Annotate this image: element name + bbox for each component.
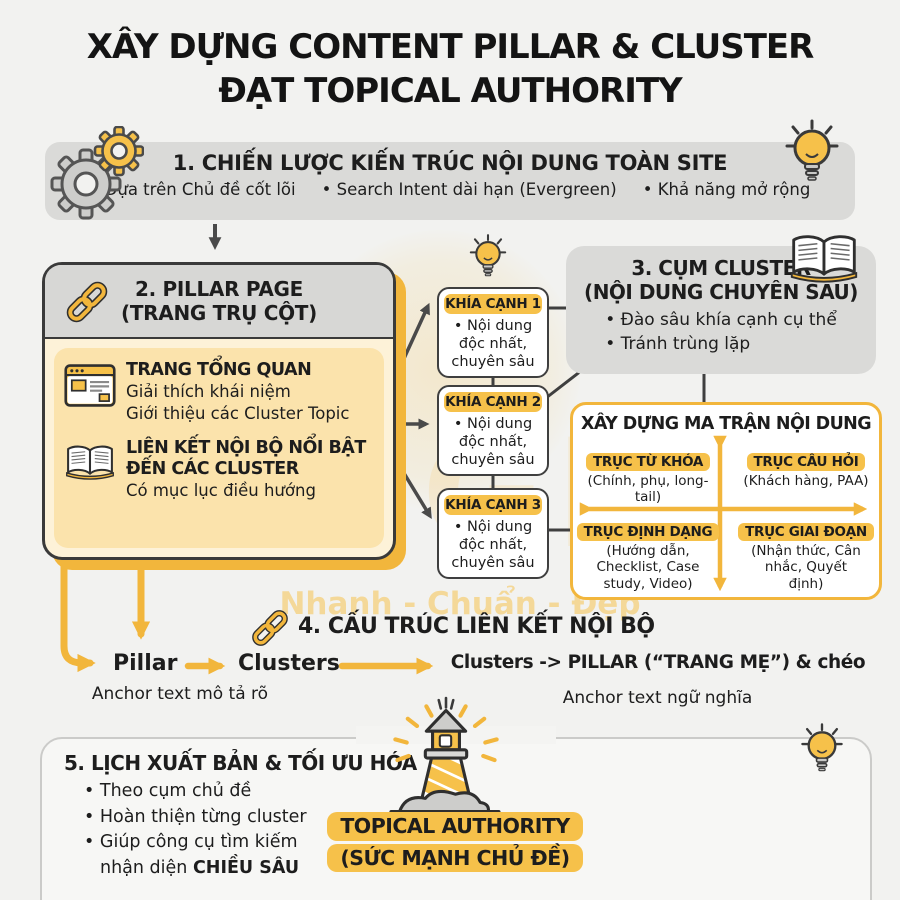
page-title: XÂY DỰNG CONTENT PILLAR & CLUSTER ĐẠT TO… bbox=[0, 26, 900, 113]
aspect-box-1: KHÍA CẠNH 1 Nội dung độc nhất, chuyên sâ… bbox=[437, 287, 549, 379]
flow-right-caption: Anchor text ngữ nghĩa bbox=[562, 688, 753, 708]
open-book-icon bbox=[788, 230, 860, 286]
pillar-overview-line: Giải thích khái niệm bbox=[126, 382, 291, 401]
matrix-quadrant-stages: TRỤC GIAI ĐOẠN (Nhận thức, Cân nhắc, Quy… bbox=[733, 521, 879, 592]
pillar-links-heading-line2: ĐẾN CÁC CLUSTER bbox=[126, 458, 299, 479]
topical-authority-badge: TOPICAL AUTHORITY (SỨC MẠNH CHỦ ĐỀ) bbox=[295, 809, 615, 872]
topical-authority-line2: (SỨC MẠNH CHỦ ĐỀ) bbox=[327, 843, 583, 872]
section-5-bullet: Hoàn thiện từng cluster bbox=[84, 805, 870, 831]
matrix-quadrant-label: TRỤC ĐỊNH DẠNG bbox=[576, 523, 720, 541]
section-1-bullet: Dựa trên Chủ đề cốt lõi bbox=[90, 180, 296, 199]
lightbulb-icon bbox=[780, 118, 844, 202]
aspect-2-title: KHÍA CẠNH 2 bbox=[444, 392, 542, 412]
pillar-links-heading-line1: LIÊN KẾT NỘI BỘ NỔI BẬT bbox=[126, 437, 366, 458]
aspect-2-body: Nội dung độc nhất, chuyên sâu bbox=[439, 415, 547, 469]
open-book-icon bbox=[64, 442, 116, 482]
section-5-bullet: Giúp công cụ tìm kiếm bbox=[84, 830, 870, 856]
section-1-bullets: Dựa trên Chủ đề cốt lõi Search Intent dà… bbox=[45, 180, 855, 199]
pillar-title: 2. PILLAR PAGE (TRANG TRỤ CỘT) bbox=[121, 277, 317, 325]
lightbulb-icon bbox=[460, 232, 516, 292]
section-1-strategy: 1. CHIẾN LƯỢC KIẾN TRÚC NỘI DUNG TOÀN SI… bbox=[45, 142, 855, 220]
section-4-title: 4. CẤU TRÚC LIÊN KẾT NỘI BỘ bbox=[298, 614, 655, 639]
lightbulb-icon bbox=[795, 722, 849, 788]
pillar-overview-line: Giới thiệu các Cluster Topic bbox=[126, 403, 350, 423]
pillar-overview-item: TRANG TỔNG QUAN Giải thích khái niệm Giớ… bbox=[64, 360, 374, 425]
section-5-title: 5. LỊCH XUẤT BẢN & TỐI ƯU HÓA bbox=[64, 751, 417, 775]
section-5-depth-bold: CHIỀU SÂU bbox=[192, 858, 300, 879]
arrow-pillar-down-curve bbox=[60, 558, 96, 673]
aspect-box-2: KHÍA CẠNH 2 Nội dung độc nhất, chuyên sâ… bbox=[437, 385, 549, 477]
pillar-links-line: Có mục lục điều hướng bbox=[126, 480, 316, 500]
cluster-title-line2: (NỘI DUNG CHUYÊN SÂU) bbox=[584, 280, 858, 305]
chain-link-icon bbox=[248, 606, 292, 650]
flow-clusters-label: Clusters bbox=[238, 651, 340, 676]
matrix-quadrant-keywords: TRỤC TỪ KHÓA (Chính, phụ, long-tail) bbox=[575, 451, 721, 506]
section-2-pillar-page: 2. PILLAR PAGE (TRANG TRỤ CỘT) TRANG TỔN… bbox=[42, 262, 396, 560]
section-5-bullet: Theo cụm chủ đề bbox=[84, 779, 870, 805]
flow-pillar-label: Pillar bbox=[113, 651, 178, 676]
pillar-links-heading: LIÊN KẾT NỘI BỘ NỔI BẬT ĐẾN CÁC CLUSTER bbox=[126, 438, 366, 480]
pillar-title-line2: (TRANG TRỤ CỘT) bbox=[121, 301, 317, 325]
matrix-quadrant-detail: (Hướng dẫn, Checklist, Case study, Video… bbox=[596, 543, 700, 592]
page-title-line2: ĐẠT TOPICAL AUTHORITY bbox=[218, 70, 682, 111]
cluster-title: 3. CỤM CLUSTER (NỘI DUNG CHUYÊN SÂU) bbox=[566, 256, 876, 305]
flow-right-label: Clusters -> PILLAR (“TRANG MẸ”) & chéo bbox=[450, 652, 866, 673]
pillar-body: TRANG TỔNG QUAN Giải thích khái niệm Giớ… bbox=[54, 348, 384, 548]
section-5-bullets: Theo cụm chủ đề Hoàn thiện từng cluster … bbox=[84, 779, 870, 882]
pillar-links-item: LIÊN KẾT NỘI BỘ NỔI BẬT ĐẾN CÁC CLUSTER … bbox=[64, 438, 374, 502]
aspect-3-title: KHÍA CẠNH 3 bbox=[444, 495, 542, 515]
cluster-bullets: Đào sâu khía cạnh cụ thể Tránh trùng lặp bbox=[605, 309, 837, 357]
aspect-3-body: Nội dung độc nhất, chuyên sâu bbox=[439, 518, 547, 572]
matrix-quadrant-detail: (Chính, phụ, long-tail) bbox=[587, 473, 709, 506]
topical-authority-line1: TOPICAL AUTHORITY bbox=[327, 812, 583, 841]
cluster-bullet: Tránh trùng lặp bbox=[605, 333, 837, 357]
aspect-1-title: KHÍA CẠNH 1 bbox=[444, 294, 542, 314]
section-1-bullet: Search Intent dài hạn (Evergreen) bbox=[322, 180, 617, 199]
pillar-overview-heading: TRANG TỔNG QUAN bbox=[126, 360, 312, 380]
gears-icon bbox=[50, 126, 144, 220]
pillar-header: 2. PILLAR PAGE (TRANG TRỤ CỘT) bbox=[45, 265, 393, 339]
matrix-quadrant-detail: (Khách hàng, PAA) bbox=[743, 473, 869, 489]
section-1-title: 1. CHIẾN LƯỢC KIẾN TRÚC NỘI DUNG TOÀN SI… bbox=[172, 151, 728, 175]
webpage-icon bbox=[64, 363, 116, 408]
lighthouse-icon bbox=[389, 696, 501, 814]
aspect-box-3: KHÍA CẠNH 3 Nội dung độc nhất, chuyên sâ… bbox=[437, 488, 549, 580]
section-5-depth-prefix: nhận diện bbox=[100, 858, 193, 879]
section-1-bullet: Khả năng mở rộng bbox=[643, 180, 811, 199]
matrix-axes bbox=[579, 435, 868, 592]
matrix-quadrant-detail: (Nhận thức, Cân nhắc, Quyết định) bbox=[751, 543, 861, 592]
chain-link-icon bbox=[62, 277, 112, 327]
pillar-title-line1: 2. PILLAR PAGE bbox=[134, 277, 304, 301]
page-title-line1: XÂY DỰNG CONTENT PILLAR & CLUSTER bbox=[86, 27, 815, 67]
content-matrix: XÂY DỰNG MA TRẬN NỘI DUNG TRỤC TỪ KHÓA (… bbox=[570, 402, 882, 600]
matrix-quadrant-label: TRỤC GIAI ĐOẠN bbox=[738, 523, 874, 541]
section-5-bullet-continuation: nhận diện CHIỀU SÂU bbox=[100, 856, 870, 882]
matrix-quadrant-label: TRỤC CÂU HỎI bbox=[746, 453, 866, 471]
flow-left-caption: Anchor text mô tả rõ bbox=[91, 684, 269, 704]
aspect-1-body: Nội dung độc nhất, chuyên sâu bbox=[439, 317, 547, 371]
matrix-title: XÂY DỰNG MA TRẬN NỘI DUNG bbox=[581, 414, 872, 434]
matrix-quadrant-label: TRỤC TỪ KHÓA bbox=[585, 453, 711, 471]
cluster-title-line1: 3. CỤM CLUSTER bbox=[631, 256, 811, 280]
matrix-quadrant-formats: TRỤC ĐỊNH DẠNG (Hướng dẫn, Checklist, Ca… bbox=[575, 521, 721, 592]
matrix-quadrant-questions: TRỤC CÂU HỎI (Khách hàng, PAA) bbox=[733, 451, 879, 489]
cluster-bullet: Đào sâu khía cạnh cụ thể bbox=[605, 309, 837, 333]
